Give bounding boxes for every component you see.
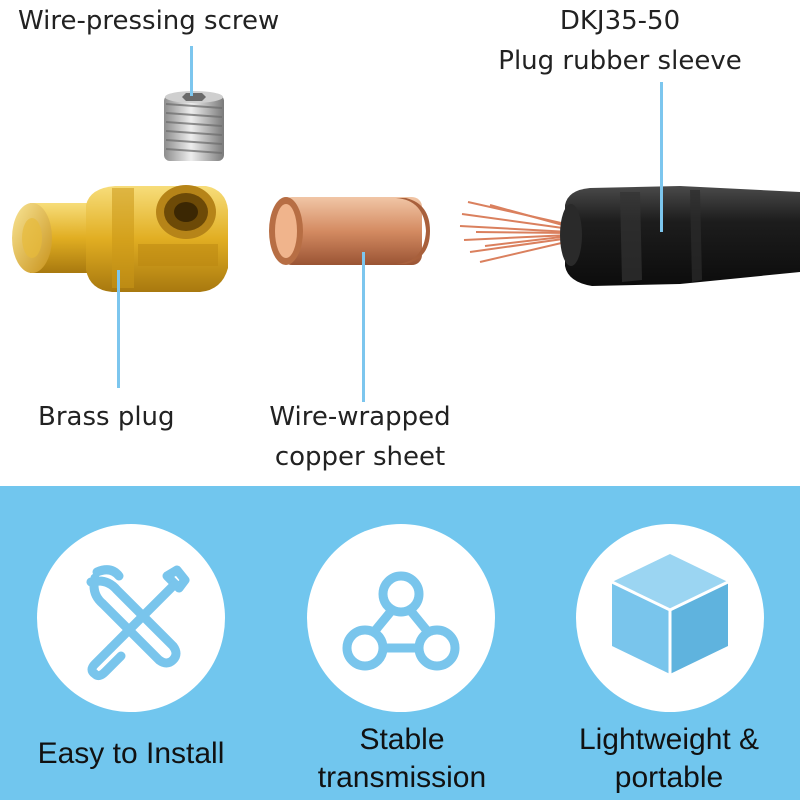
feature-label-portable-line2: portable bbox=[614, 761, 724, 794]
feature-label-stable-line1: Stable bbox=[359, 723, 445, 756]
copper-label-line2: copper sheet bbox=[274, 442, 446, 472]
brass-plug-illustration bbox=[12, 185, 228, 292]
feature-circle-stable bbox=[307, 524, 495, 712]
copper-leader-line bbox=[362, 252, 365, 402]
cube-icon bbox=[611, 554, 729, 674]
copper-wire-illustration bbox=[459, 201, 571, 263]
component-diagram: Wire-pressing screw DKJ35-50 Plug rubber… bbox=[12, 6, 800, 472]
network-icon bbox=[342, 571, 460, 671]
screw-leader-line bbox=[190, 46, 193, 96]
brass-plug-label: Brass plug bbox=[38, 402, 175, 432]
features-panel: Easy to Install Stable transmission bbox=[0, 486, 800, 800]
screw-label: Wire-pressing screw bbox=[18, 6, 280, 36]
feature-label-install: Easy to Install bbox=[37, 737, 225, 770]
brass-leader-line bbox=[117, 270, 120, 388]
model-label: DKJ35-50 bbox=[559, 6, 681, 36]
rubber-sleeve-illustration bbox=[560, 186, 800, 286]
feature-label-portable-line1: Lightweight & bbox=[578, 723, 760, 756]
screw-illustration bbox=[164, 91, 224, 161]
feature-label-stable-line2: transmission bbox=[317, 761, 487, 794]
feature-circle-portable bbox=[576, 524, 764, 712]
sleeve-label: Plug rubber sleeve bbox=[498, 46, 742, 76]
tools-icon bbox=[86, 565, 190, 681]
copper-label-line1: Wire-wrapped bbox=[269, 402, 451, 432]
copper-sheet-illustration bbox=[269, 197, 430, 265]
component-illustrations bbox=[12, 91, 800, 292]
sleeve-leader-line bbox=[660, 82, 663, 232]
feature-circle-install bbox=[37, 524, 225, 712]
